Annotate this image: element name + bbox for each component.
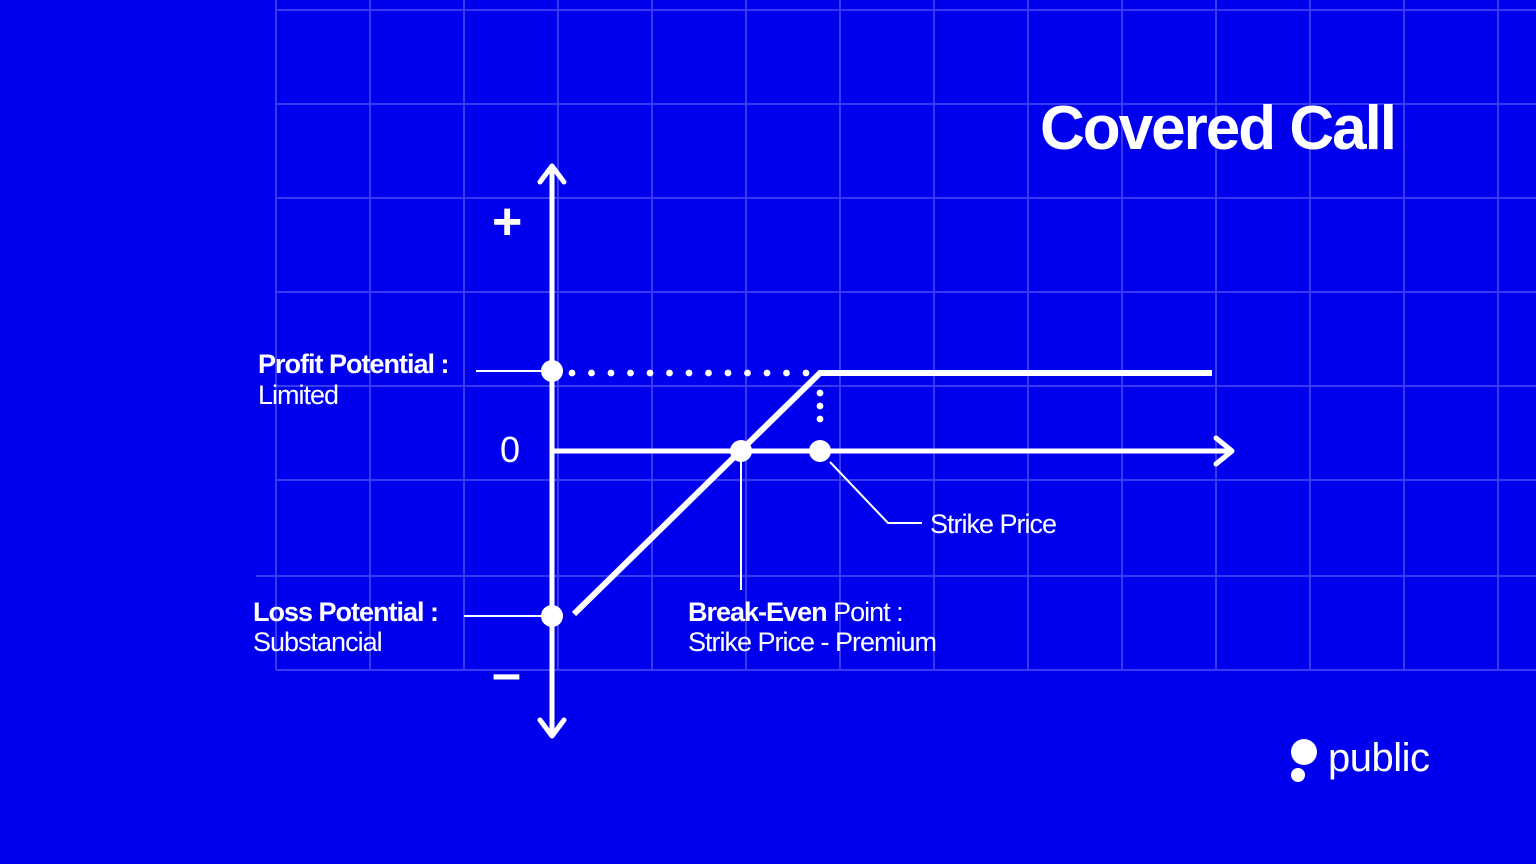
- guide-dot: [607, 369, 615, 377]
- profit-dotted-guide: [568, 369, 824, 423]
- public-brand-name: public: [1328, 736, 1430, 780]
- x-axis-right-arrow-icon: [1213, 435, 1235, 467]
- loss-potential-point: [541, 605, 563, 627]
- strike-price-label: Strike Price: [930, 509, 1057, 539]
- background-grid: [256, 0, 1536, 671]
- loss-potential-title: Loss Potential :: [253, 597, 439, 627]
- guide-dot: [744, 369, 751, 377]
- guide-dot: [802, 369, 810, 377]
- guide-dot: [816, 389, 824, 397]
- y-axis-minus-label: –: [492, 645, 521, 703]
- strike-leader-line: [829, 461, 922, 524]
- breakeven-heading-bold: Break-Even: [688, 597, 828, 627]
- y-axis-down-arrow-icon: [537, 717, 567, 739]
- public-logo-icon: [1291, 739, 1317, 782]
- guide-dot: [568, 369, 576, 377]
- breakeven-point: [730, 440, 752, 462]
- payoff-line: [571, 370, 1212, 617]
- profit-potential-title: Profit Potential :: [258, 349, 449, 379]
- breakeven-formula: Strike Price - Premium: [688, 627, 937, 657]
- guide-dot: [816, 402, 824, 410]
- guide-dot: [646, 369, 654, 377]
- guide-dot: [588, 369, 595, 377]
- y-axis-up-arrow-icon: [537, 163, 567, 185]
- loss-potential-value: Substancial: [253, 627, 383, 657]
- x-axis: [549, 435, 1235, 467]
- guide-dot: [816, 415, 824, 423]
- page-title: Covered Call: [1040, 94, 1397, 163]
- profit-potential-point: [541, 360, 563, 382]
- breakeven-heading-rest: Point :: [826, 597, 904, 627]
- guide-dot: [705, 369, 712, 377]
- guide-dot: [685, 369, 693, 377]
- guide-dot: [763, 369, 771, 377]
- profit-potential-value: Limited: [258, 380, 339, 410]
- strike-price-point: [809, 440, 831, 462]
- guide-dot: [783, 369, 790, 377]
- zero-label: 0: [500, 429, 521, 470]
- guide-dot: [666, 369, 673, 377]
- breakeven-heading: Break-Even Point :: [688, 597, 904, 627]
- y-axis-plus-label: +: [492, 193, 523, 251]
- guide-dot: [627, 369, 634, 377]
- guide-dot: [724, 369, 732, 377]
